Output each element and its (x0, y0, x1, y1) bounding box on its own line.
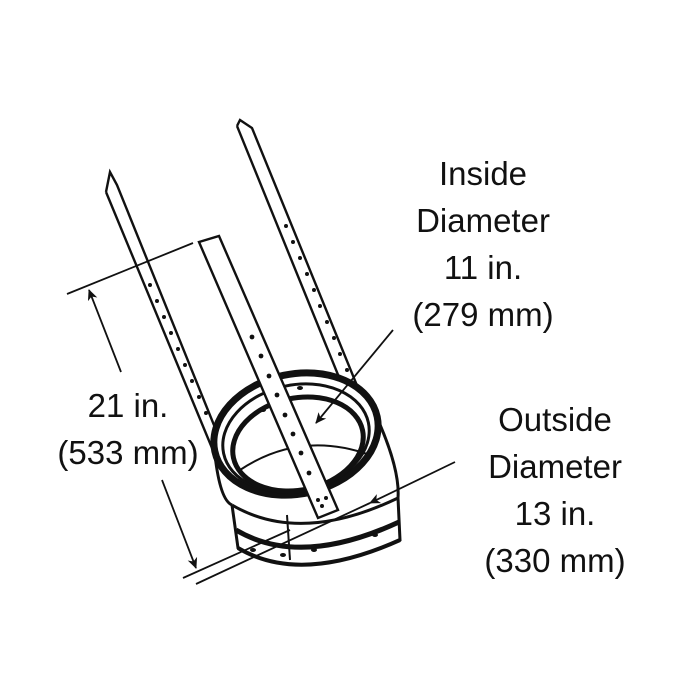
inside-diameter-imperial: 11 in. (443, 249, 523, 286)
right-strap (235, 118, 360, 393)
height-arrow-up (87, 289, 122, 373)
outside-diameter-label: Outside Diameter 13 in. (330 mm) (455, 396, 655, 584)
center-strap (197, 234, 340, 520)
height-extension-top (66, 242, 194, 295)
outside-diameter-metric: (330 mm) (484, 542, 626, 579)
height-label: 21 in. (533 mm) (38, 382, 218, 476)
inside-diameter-label: Inside Diameter 11 in. (279 mm) (393, 150, 573, 338)
inside-diameter-metric: (279 mm) (412, 296, 554, 333)
height-dimension (66, 242, 291, 579)
inside-diameter-title-1: Inside (438, 155, 528, 192)
outside-diameter-title-1: Outside (498, 401, 612, 438)
height-metric: (533 mm) (57, 434, 199, 471)
left-strap (104, 168, 222, 449)
outside-diameter-imperial: 13 in. (514, 495, 596, 532)
outside-diameter-title-2: Diameter (488, 448, 622, 485)
outside-diameter-leader (195, 461, 456, 585)
inside-diameter-title-2: Diameter (416, 202, 550, 239)
inside-diameter-leader (315, 329, 394, 424)
height-arrow-down (161, 479, 198, 569)
height-extension-bottom (182, 529, 291, 579)
height-imperial: 21 in. (87, 387, 169, 424)
